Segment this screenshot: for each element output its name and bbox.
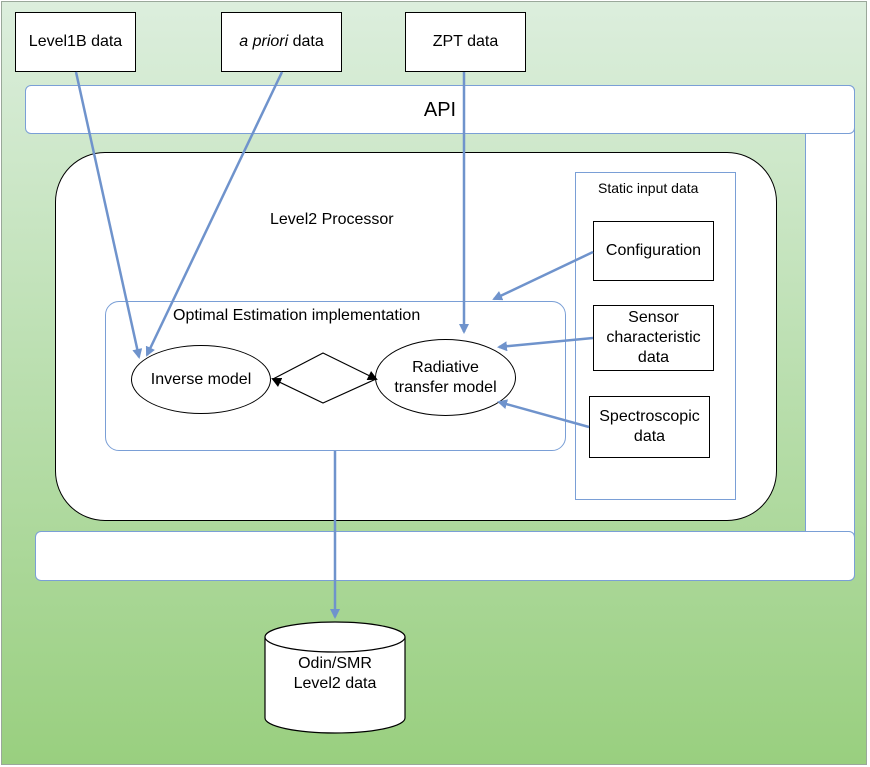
odin-smr-level2-data-label: Odin/SMR Level2 data [293, 655, 377, 692]
spectroscopic-data-label: Spectroscopic data [599, 408, 700, 445]
apriori-data-box: a priori data [221, 12, 342, 72]
configuration-box: Configuration [593, 221, 714, 281]
static-input-frame [575, 172, 736, 500]
spectroscopic-data-box: Spectroscopic data [589, 396, 710, 458]
static-input-title: Static input data [598, 180, 699, 196]
zpt-data-box: ZPT data [405, 12, 526, 72]
radiative-transfer-model-node: Radiative transfer model [375, 339, 516, 416]
optimal-estimation-title: Optimal Estimation implementation [173, 307, 421, 324]
level1b-data-box: Level1B data [15, 12, 136, 72]
configuration-label: Configuration [605, 242, 702, 259]
optimal-estimation-frame [105, 301, 566, 451]
sensor-characteristic-label: Sensor characteristic data [606, 309, 701, 366]
zpt-data-label: ZPT data [432, 33, 499, 50]
api-label: API [423, 98, 457, 121]
level1b-data-label: Level1B data [28, 33, 123, 50]
sensor-characteristic-box: Sensor characteristic data [593, 305, 714, 371]
api-bar: API [25, 85, 855, 134]
api-side-bar [805, 85, 855, 581]
inverse-model-label: Inverse model [150, 370, 252, 388]
apriori-data-label: a priori data [239, 33, 324, 50]
level2-processor-title: Level2 Processor [270, 211, 394, 228]
radiative-transfer-model-label: Radiative transfer model [394, 358, 497, 396]
api-bottom-bar [35, 531, 855, 581]
inverse-model-node: Inverse model [131, 345, 271, 414]
